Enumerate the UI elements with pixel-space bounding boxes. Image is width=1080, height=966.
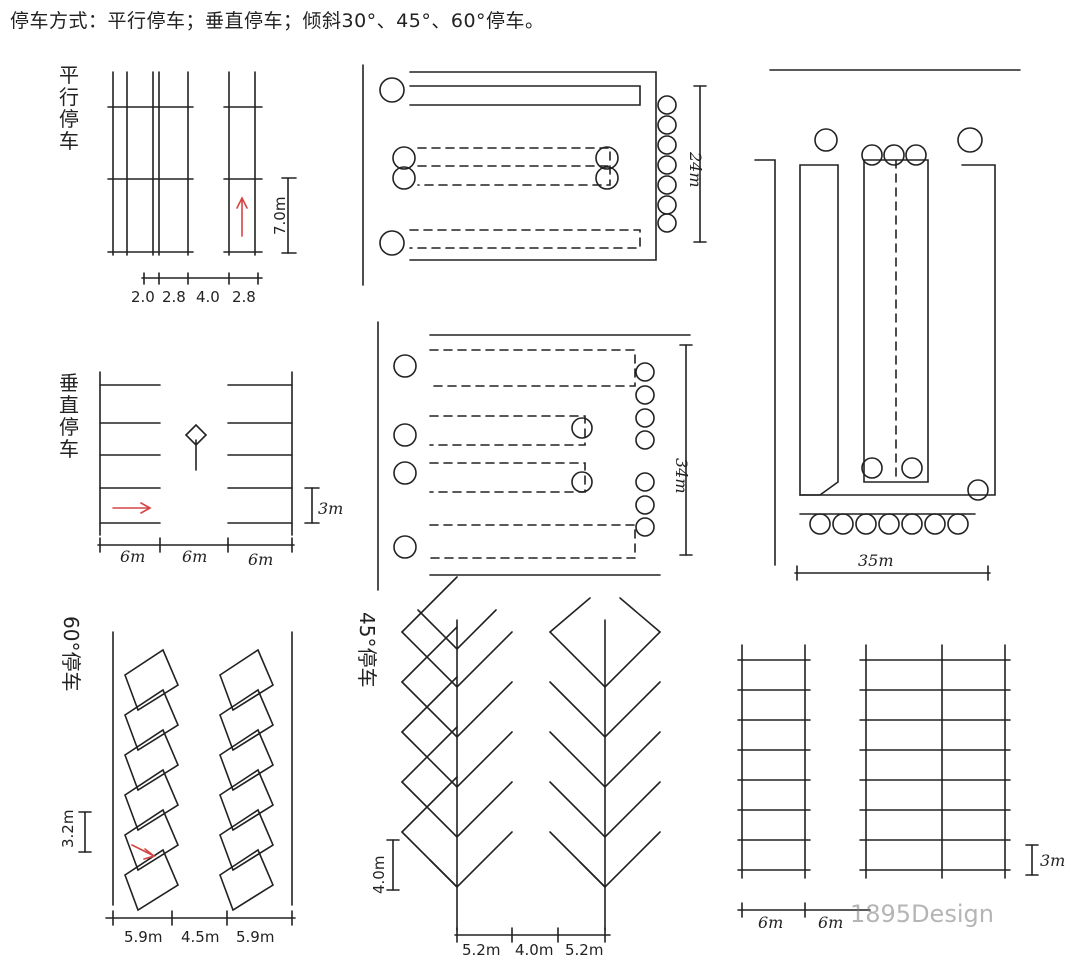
a60-spacing: 3.2m <box>59 810 77 848</box>
a45-dim-2: 4.0m <box>515 941 553 959</box>
a60-dim-1: 5.9m <box>124 928 162 946</box>
a45-dim-3: 5.2m <box>565 941 603 959</box>
a45-dim-1: 5.2m <box>462 941 500 959</box>
watermark: 1895Design <box>850 900 994 928</box>
label-parallel: 平行停车 <box>59 63 79 153</box>
perp-dim-1: 6m <box>120 547 145 566</box>
lot-34m <box>377 321 693 591</box>
label-perpendicular: 垂直停车 <box>59 371 79 461</box>
parallel-length: 7.0m <box>271 197 289 235</box>
br-dim-2: 6m <box>818 913 843 932</box>
parallel-parking <box>107 71 297 285</box>
parallel-dim-2: 2.8 <box>162 288 186 306</box>
lot-35m <box>754 69 1021 581</box>
perpendicular-parking <box>97 371 320 553</box>
parallel-dim-4: 2.8 <box>232 288 256 306</box>
lot-24m <box>362 64 707 286</box>
angle45-parking <box>386 576 661 943</box>
lot3-width: 35m <box>858 551 894 570</box>
br-spacing: 3m <box>1040 851 1065 870</box>
a45-spacing: 4.0m <box>370 856 388 894</box>
parallel-dim-1: 2.0 <box>131 288 155 306</box>
a60-dim-2: 4.5m <box>181 928 219 946</box>
page-title: 停车方式：平行停车；垂直停车；倾斜30°、45°、60°停车。 <box>10 10 545 32</box>
perp-dim-3: 6m <box>248 550 273 569</box>
bottom-right-parking <box>737 644 1039 918</box>
lot2-height: 34m <box>672 458 691 494</box>
lot1-height: 24m <box>686 151 705 188</box>
perp-dim-2: 6m <box>182 547 207 566</box>
br-dim-1: 6m <box>758 913 783 932</box>
a60-dim-3: 5.9m <box>236 928 274 946</box>
angle60-parking <box>78 631 296 926</box>
perp-spacing: 3m <box>318 499 343 518</box>
parallel-dim-3: 4.0 <box>196 288 220 306</box>
